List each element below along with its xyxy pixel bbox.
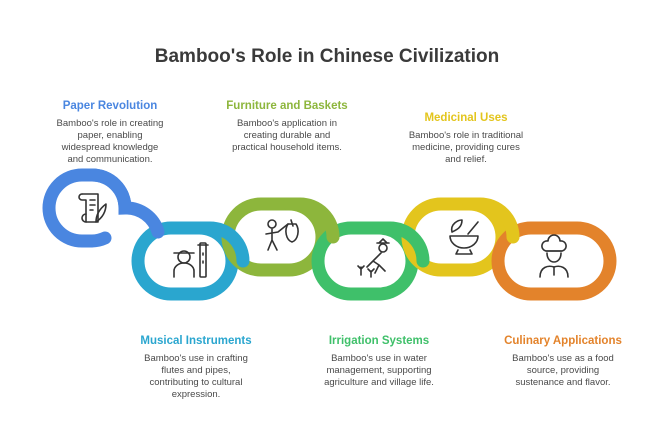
chain-link-6 [491, 221, 617, 301]
chef-icon [539, 234, 569, 278]
item-heading: Furniture and Baskets [226, 100, 348, 112]
chain-link-1-front [85, 168, 165, 239]
item-paper-revolution: Paper Revolution Bamboo's role in creati… [40, 100, 180, 166]
item-musical-instruments: Musical Instruments Bamboo's use in craf… [126, 335, 266, 401]
diagram-title: Bamboo's Role in Chinese Civilization [154, 46, 500, 67]
scroll-quill-icon [78, 193, 107, 223]
item-heading: Irrigation Systems [328, 335, 430, 347]
item-description: Bamboo's application in creating durable… [232, 118, 342, 153]
item-medicinal-uses: Medicinal Uses Bamboo's role in traditio… [396, 112, 536, 166]
item-heading: Musical Instruments [140, 335, 252, 347]
item-irrigation-systems: Irrigation Systems Bamboo's use in water… [306, 335, 452, 389]
chain-link-2 [131, 221, 239, 301]
item-heading: Paper Revolution [62, 100, 158, 112]
musician-flute-icon [173, 242, 209, 278]
farmer-watering-icon [357, 238, 390, 278]
item-description: Bamboo's use as a food source, providing… [512, 353, 614, 388]
chain-link-4-front [372, 221, 430, 268]
person-with-bag-icon [265, 219, 299, 251]
item-furniture-and-baskets: Furniture and Baskets Bamboo's applicati… [214, 100, 360, 154]
item-heading: Medicinal Uses [424, 112, 508, 124]
item-description: Bamboo's role in creating paper, enablin… [56, 118, 164, 165]
item-description: Bamboo's role in traditional medicine, p… [408, 130, 524, 165]
item-description: Bamboo's use in crafting flutes and pipe… [144, 353, 248, 400]
item-heading: Culinary Applications [504, 335, 622, 347]
chain-link-5-front [462, 197, 520, 244]
mortar-pestle-icon [449, 219, 479, 255]
chain-link-3-front [282, 197, 340, 244]
chain-link-2-front [192, 221, 250, 268]
item-description: Bamboo's use in water management, suppor… [324, 353, 434, 388]
item-culinary-applications: Culinary Applications Bamboo's use as a … [490, 335, 636, 389]
